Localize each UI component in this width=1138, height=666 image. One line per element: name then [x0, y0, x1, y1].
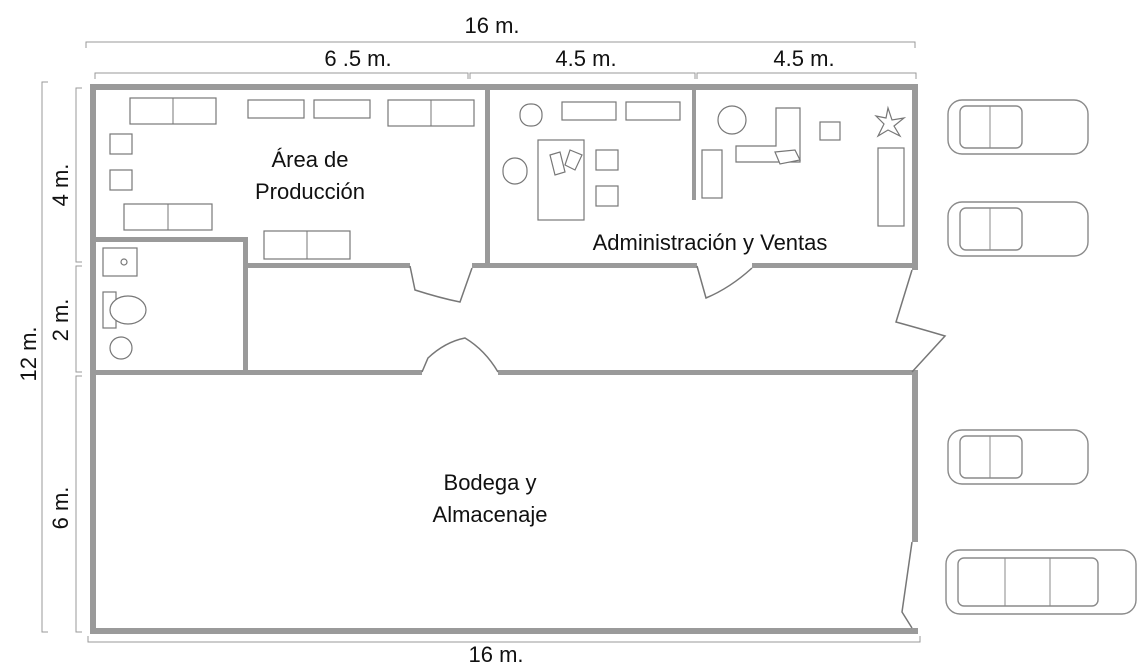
warehouse-label: Bodega y [444, 470, 537, 495]
dim-left-middle: 2 m. [48, 299, 73, 342]
dim-left-upper: 4 m. [48, 164, 73, 207]
dim-top-admin: 4.5 m. [555, 46, 616, 71]
dim-bottom-total: 16 m. [468, 642, 523, 666]
production-label: Área de [271, 147, 348, 172]
admin-furniture [502, 101, 681, 221]
walls [90, 84, 918, 634]
bathroom [102, 247, 147, 360]
car-1 [947, 99, 1089, 155]
dim-left-lower: 6 m. [48, 487, 73, 530]
dim-top-production: 6 .5 m. [324, 46, 391, 71]
car-3 [947, 429, 1089, 485]
dim-top-sales: 4.5 m. [773, 46, 834, 71]
van [945, 549, 1137, 615]
car-2 [947, 201, 1089, 257]
warehouse-label-2: Almacenaje [433, 502, 548, 527]
dim-top-total: 16 m. [464, 13, 519, 38]
production-label-2: Producción [255, 179, 365, 204]
sales-furniture [701, 105, 907, 227]
doors [409, 265, 947, 629]
dim-left-total: 12 m. [16, 326, 41, 381]
dimension-lines [41, 41, 921, 643]
admin-sales-label: Administración y Ventas [593, 230, 828, 255]
production-furniture [109, 97, 475, 260]
